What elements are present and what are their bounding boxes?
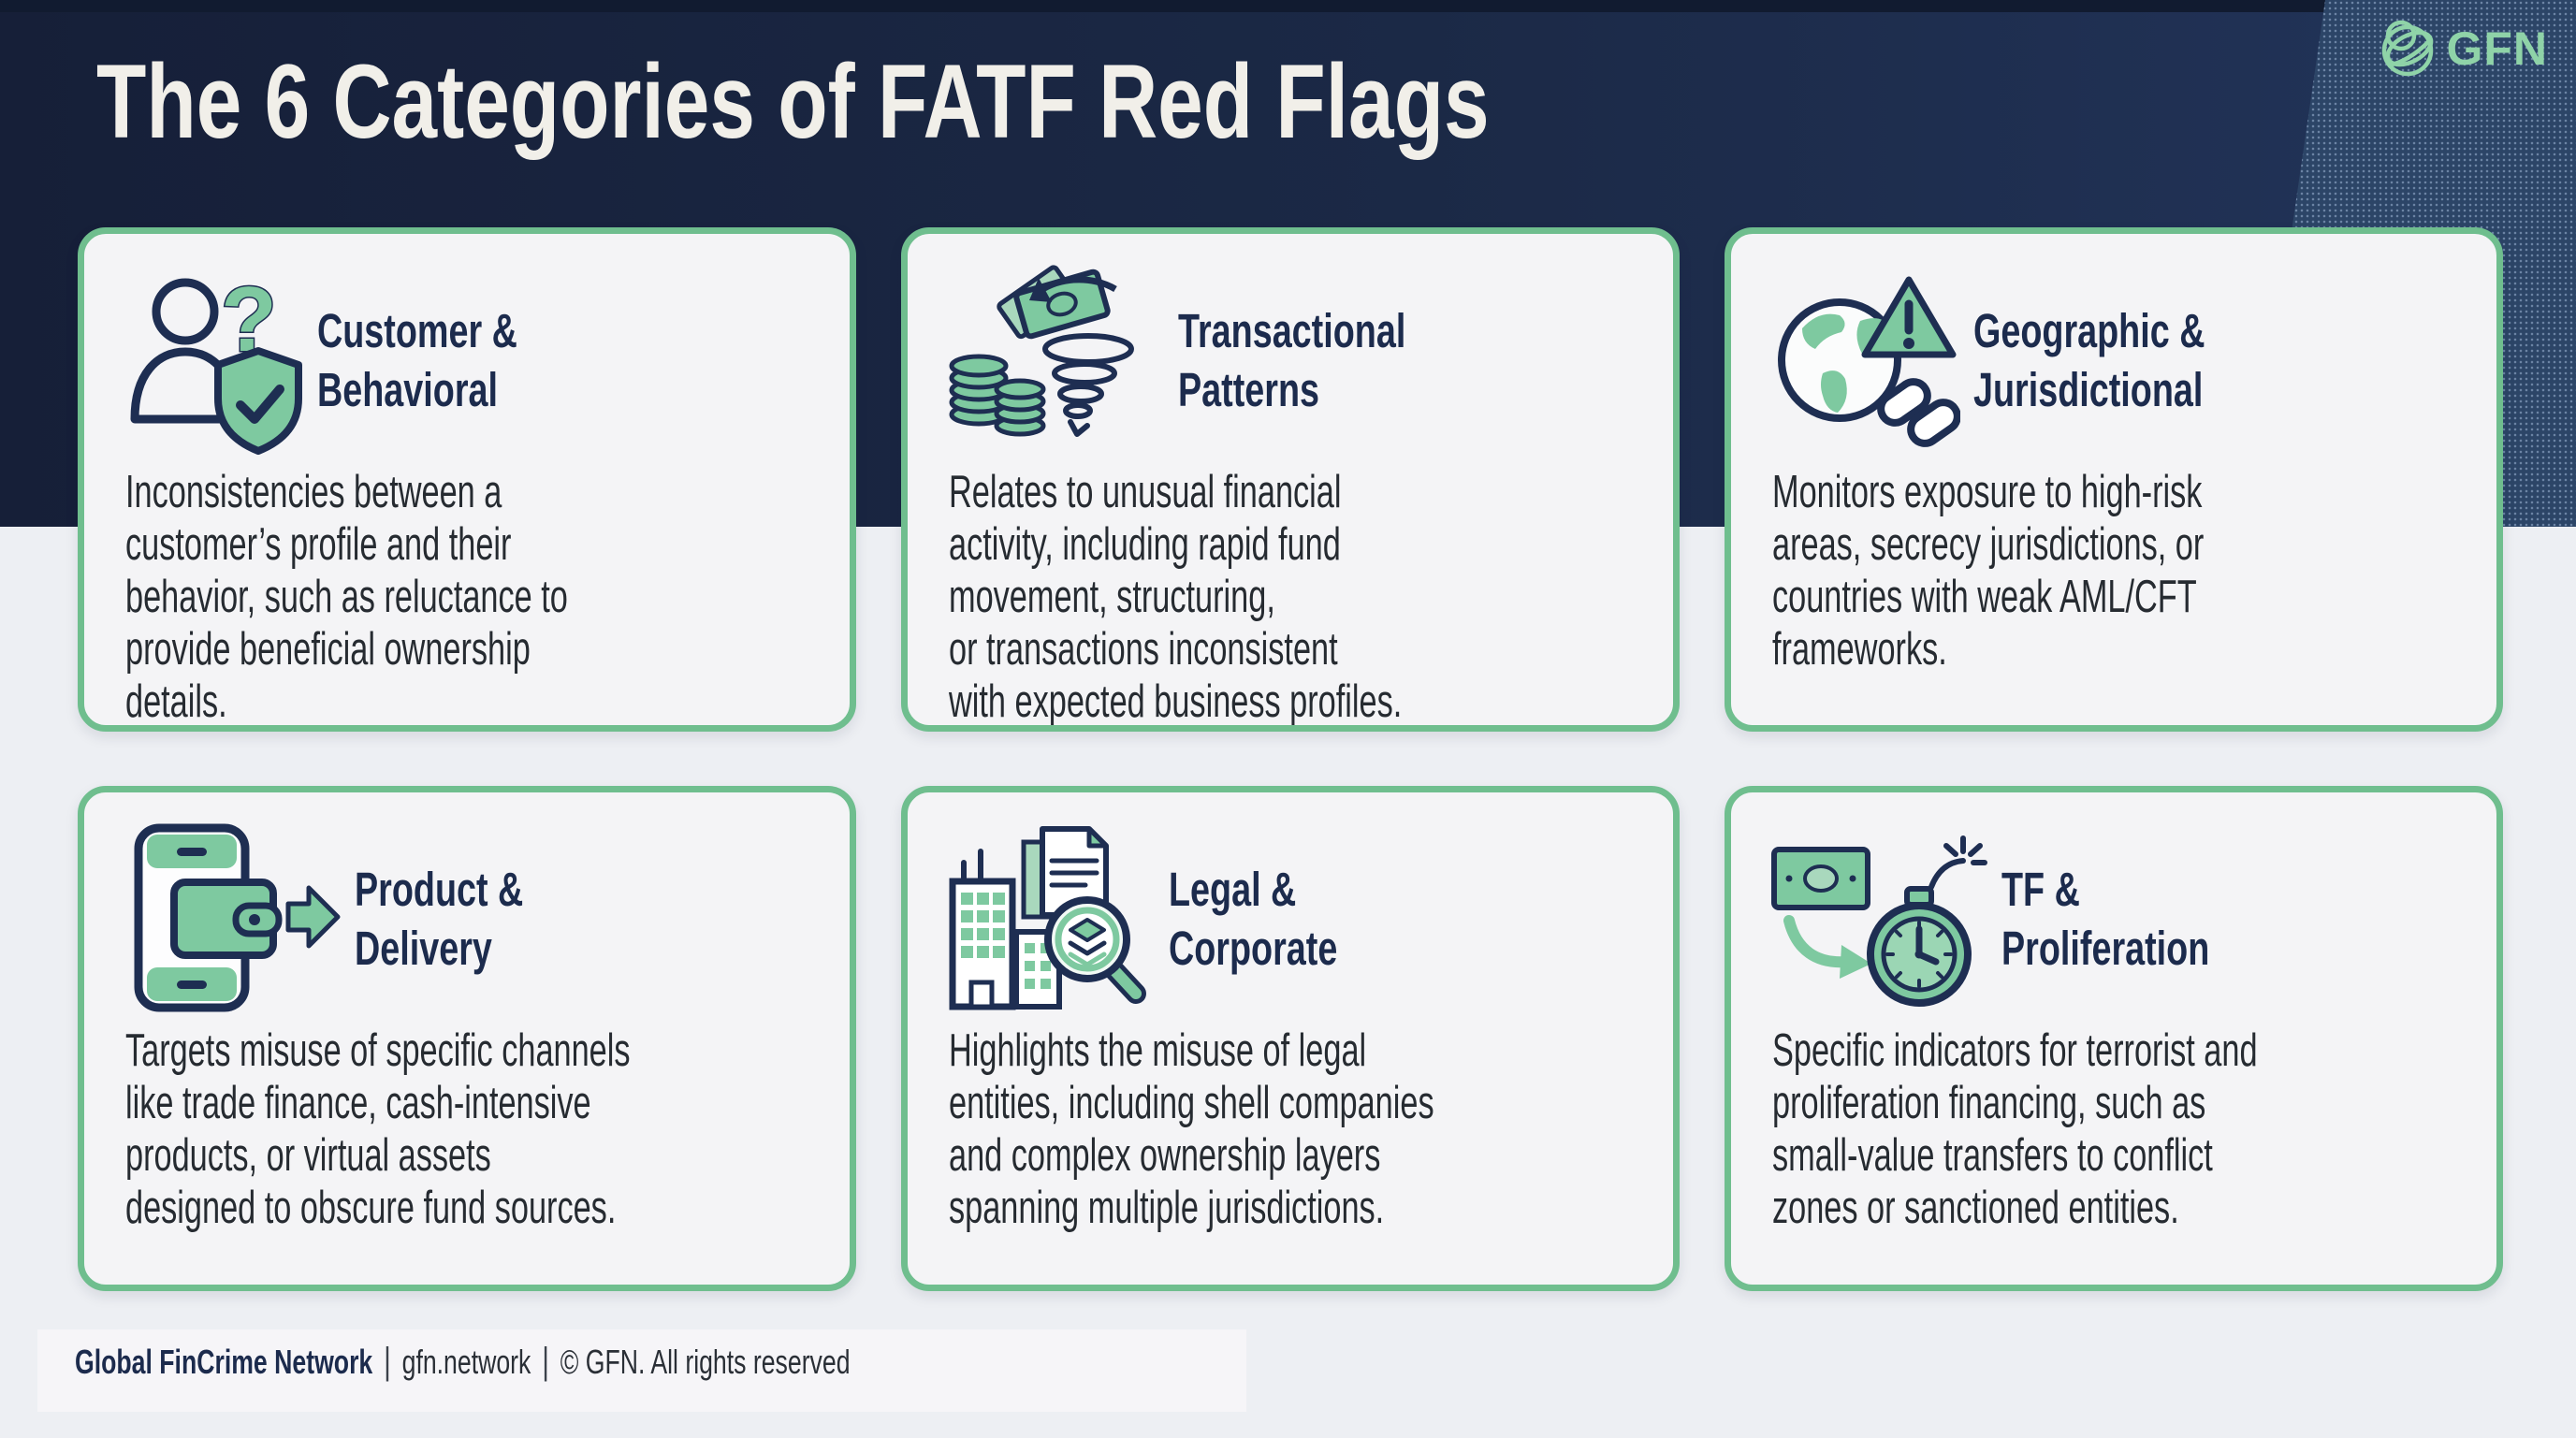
building-document-magnifier-icon [945,823,1156,1015]
globe-network-icon [2380,13,2437,84]
person-question-shield-icon: ? [122,265,304,457]
card-head: ? Customer & Behavioral [122,262,850,458]
card-title: Product & Delivery [355,863,524,975]
card-title: Geographic & Jurisdictional [1973,304,2205,416]
card-title: Transactional Patterns [1178,304,1406,416]
card-body: Inconsistencies between a customer’s pro… [125,467,568,727]
footer-separator: | [384,1341,391,1382]
card-head: Transactional Patterns [945,262,1673,458]
card-product-delivery: Product & Delivery Targets misuse of spe… [78,786,856,1291]
card-head: Legal & Corporate [945,821,1673,1017]
page-title: The 6 Categories of FATF Red Flags [96,43,1490,160]
globe-warning-chain-icon [1768,265,1960,457]
money-tornado-icon [945,264,1165,457]
footer-domain: gfn.network [401,1342,531,1381]
card-tf-proliferation: TF & Proliferation Specific indicators f… [1725,786,2503,1291]
card-body: Relates to unusual financial activity, i… [949,467,1403,727]
footer-rights: © GFN. All rights reserved [560,1342,851,1381]
cards-grid: ? Customer & Behavioral Inconsistencies … [78,227,2503,1291]
header-top-edge [0,0,2576,12]
card-head: TF & Proliferation [1768,821,2496,1017]
banknote-bomb-timer-icon [1768,823,1988,1015]
logo-text: GFN [2446,22,2548,75]
card-head: Geographic & Jurisdictional [1768,262,2496,458]
gfn-logo: GFN [2380,13,2548,84]
card-title: TF & Proliferation [2001,863,2210,975]
card-title: Customer & Behavioral [317,304,517,416]
footer: Global FinCrime Network | gfn.network | … [75,1341,1321,1383]
card-customer-behavioral: ? Customer & Behavioral Inconsistencies … [78,227,856,732]
phone-wallet-arrow-icon [122,823,342,1015]
card-transactional-patterns: Transactional Patterns Relates to unusua… [901,227,1680,732]
card-geographic-jurisdictional: Geographic & Jurisdictional Monitors exp… [1725,227,2503,732]
footer-highlight-band [37,1329,1246,1412]
footer-separator: | [542,1341,549,1382]
footer-brand: Global FinCrime Network [75,1342,373,1381]
card-body: Targets misuse of specific channels like… [125,1025,631,1233]
card-head: Product & Delivery [122,821,850,1017]
card-body: Specific indicators for terrorist and pr… [1772,1025,2258,1233]
card-body: Monitors exposure to high-risk areas, se… [1772,467,2205,675]
card-title: Legal & Corporate [1169,863,1338,975]
card-legal-corporate: Legal & Corporate Highlights the misuse … [901,786,1680,1291]
card-body: Highlights the misuse of legal entities,… [949,1025,1434,1233]
